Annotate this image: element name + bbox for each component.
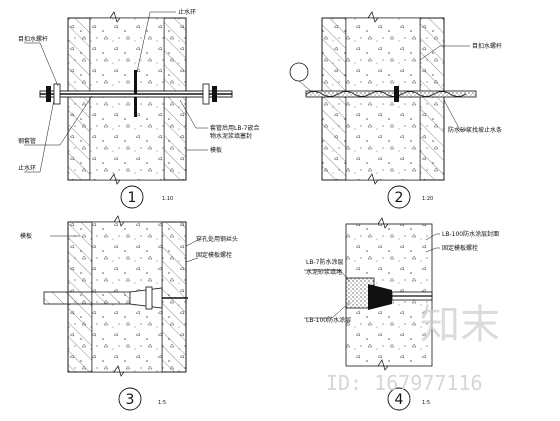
d1-number: 1 xyxy=(128,190,137,206)
d4-left-1: LB-7防水涂层 xyxy=(306,258,343,266)
d4-scale: 1:5 xyxy=(422,400,430,406)
d4-number-circle xyxy=(387,387,411,411)
d4-bottom-left: LB-100防水涂层 xyxy=(306,316,351,324)
d2-fixing-bolt-label: 目扣水螺杆 xyxy=(472,42,502,50)
d1-fixing-bolt-label: 目扣水螺杆 xyxy=(18,35,48,43)
d3-note-line2: 固定模板螺栓 xyxy=(196,251,232,259)
d3-scale: 1:5 xyxy=(158,400,166,406)
detail-4: LB-100防水涂层封面 固定模板螺栓 LB-7防水涂层 水泥砂浆填堵 LB-1… xyxy=(304,217,499,411)
d4-left-2: 水泥砂浆填堵 xyxy=(306,268,342,276)
d4-top-right-2: 固定模板螺栓 xyxy=(442,244,478,252)
d1-scale: 1:10 xyxy=(162,196,173,202)
d2-waterproof-mortar-label: 防水砂浆找坡止水条 xyxy=(448,126,502,134)
d3-note-line1: 穿孔处用钢丝头 xyxy=(196,235,238,243)
d4-top-right-1: LB-100防水涂层封面 xyxy=(442,230,499,238)
d1-outer-ring-label: 止水环 xyxy=(18,164,36,172)
d1-waterstop-label: 止水环 xyxy=(178,8,196,16)
d2-scale: 1:20 xyxy=(422,196,433,202)
watermark: 知末 ID: 167977116 xyxy=(326,302,500,395)
d1-seal-note-line2: 物水泥浆填塞封 xyxy=(210,132,252,140)
d1-sleeve-label: 钢套管 xyxy=(18,137,36,145)
d3-number-circle xyxy=(118,387,142,411)
watermark-brand: 知末 xyxy=(420,302,500,348)
detail-3: 模板 穿孔处用钢丝头 固定模板螺栓 3 1:5 xyxy=(20,215,238,411)
detail-1: 止水环 目扣水螺杆 钢套管 止水环 套管后用LB-7嵌合 物水泥浆填塞封 模板 … xyxy=(18,8,259,209)
d3-number: 3 xyxy=(126,392,135,408)
d1-seal-note-line1: 套管后用LB-7嵌合 xyxy=(210,124,259,132)
watermark-id: ID: 167977116 xyxy=(326,371,483,395)
d2-number: 2 xyxy=(395,190,404,206)
d1-formwork-label: 模板 xyxy=(210,146,222,154)
d2-number-circle xyxy=(387,185,411,209)
d4-number: 4 xyxy=(395,392,404,408)
detail-2: 目扣水螺杆 防水砂浆找坡止水条 2 1:20 xyxy=(289,11,502,209)
d1-number-circle xyxy=(120,185,144,209)
d3-formwork-label: 模板 xyxy=(20,232,32,240)
